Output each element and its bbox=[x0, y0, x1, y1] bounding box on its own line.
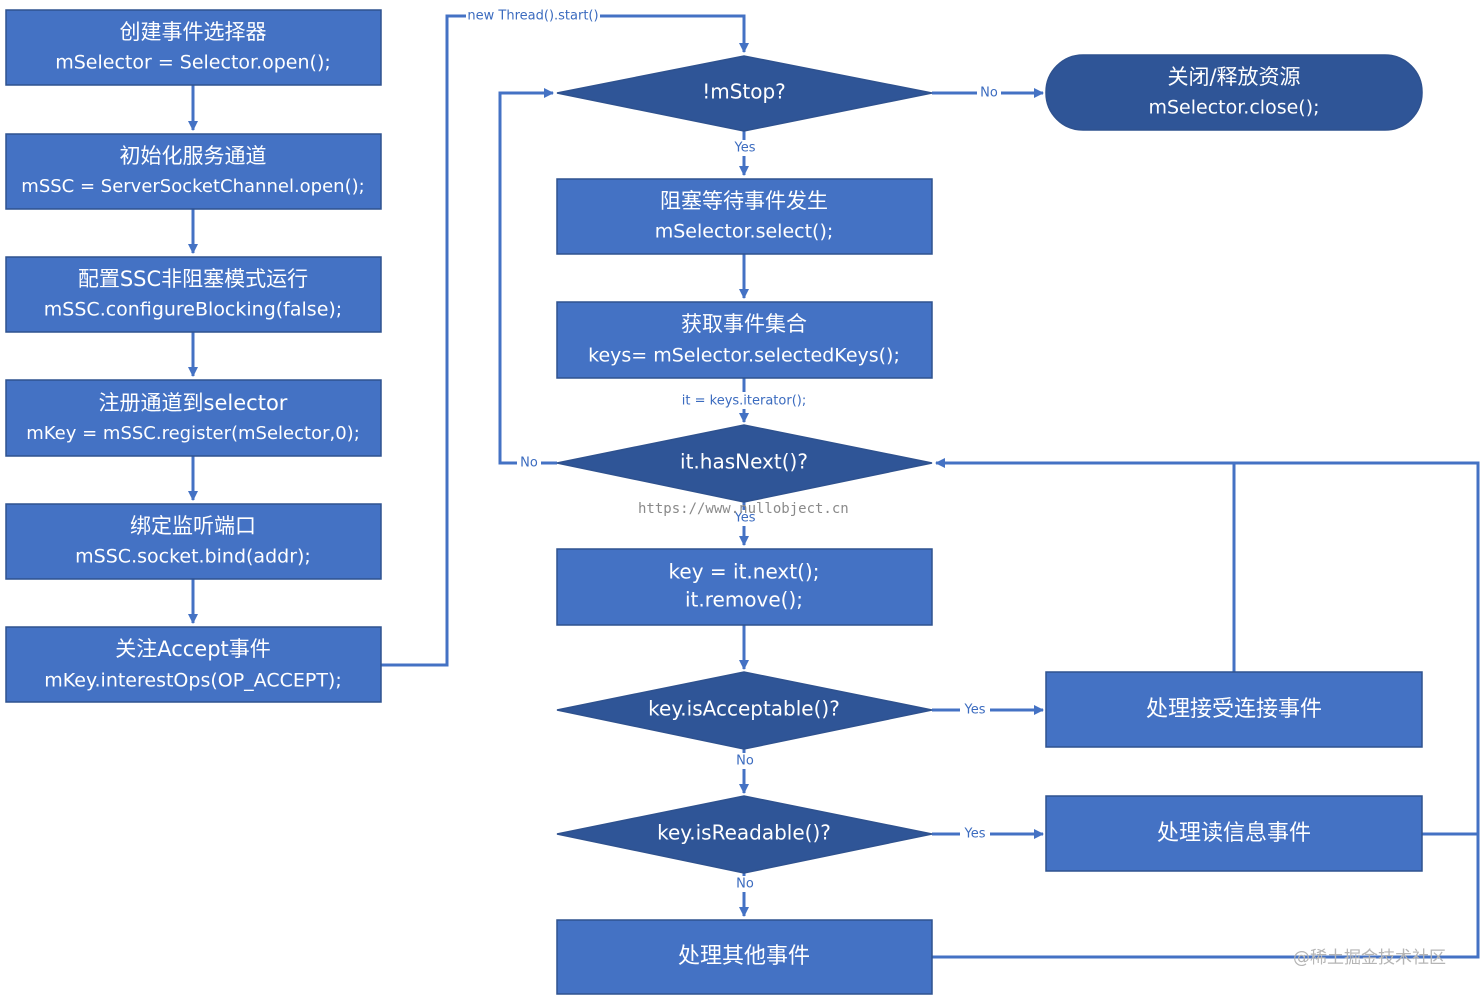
svg-text:阻塞等待事件发生: 阻塞等待事件发生 bbox=[660, 189, 828, 213]
node-non-blocking: 配置SSC非阻塞模式运行 mSSC.configureBlocking(fals… bbox=[5, 256, 382, 333]
edge-accept-back bbox=[935, 458, 1236, 672]
node-handle-other: 处理其他事件 bbox=[556, 919, 933, 995]
svg-text:获取事件集合: 获取事件集合 bbox=[681, 312, 807, 336]
node-select: 阻塞等待事件发生 mSelector.select(); bbox=[556, 178, 933, 255]
svg-text:key.isAcceptable()?: key.isAcceptable()? bbox=[648, 697, 840, 721]
svg-text:绑定监听端口: 绑定监听端口 bbox=[130, 514, 256, 538]
decision-is-readable: key.isReadable()? bbox=[556, 795, 933, 874]
svg-text:处理其他事件: 处理其他事件 bbox=[678, 944, 810, 969]
node-handle-read: 处理读信息事件 bbox=[1045, 795, 1423, 872]
edge-thread-start bbox=[381, 14, 749, 667]
svg-text:关闭/释放资源: 关闭/释放资源 bbox=[1167, 65, 1300, 89]
edge-hasnext-no bbox=[498, 88, 557, 465]
label-acceptable-no: No bbox=[736, 754, 754, 769]
label-has-next-yes: Yes bbox=[734, 511, 756, 526]
decision-not-stop: !mStop? bbox=[556, 55, 933, 132]
node-bind-port: 绑定监听端口 mSSC.socket.bind(addr); bbox=[5, 503, 382, 580]
svg-text:mKey.interestOps(OP_ACCEPT);: mKey.interestOps(OP_ACCEPT); bbox=[44, 670, 342, 692]
svg-text:key = it.next();: key = it.next(); bbox=[669, 560, 820, 584]
svg-text:mSSC.configureBlocking(false);: mSSC.configureBlocking(false); bbox=[44, 299, 342, 321]
node-close: 关闭/释放资源 mSelector.close(); bbox=[1045, 54, 1423, 131]
node-selected-keys: 获取事件集合 keys= mSelector.selectedKeys(); bbox=[556, 301, 933, 379]
svg-text:mSelector = Selector.open();: mSelector = Selector.open(); bbox=[55, 52, 331, 74]
decision-has-next: it.hasNext()? bbox=[556, 424, 933, 503]
edge-other-back bbox=[932, 834, 1480, 959]
svg-text:it.remove();: it.remove(); bbox=[685, 588, 803, 612]
svg-text:注册通道到selector: 注册通道到selector bbox=[99, 391, 288, 415]
svg-text:初始化服务通道: 初始化服务通道 bbox=[120, 144, 267, 168]
label-acceptable-yes: Yes bbox=[964, 703, 986, 718]
svg-text:mSSC = ServerSocketChannel.ope: mSSC = ServerSocketChannel.open(); bbox=[21, 176, 364, 197]
label-thread-start: new Thread().start() bbox=[467, 9, 598, 24]
svg-text:mKey = mSSC.register(mSelector: mKey = mSSC.register(mSelector,0); bbox=[26, 423, 360, 444]
svg-text:创建事件选择器: 创建事件选择器 bbox=[120, 20, 267, 44]
svg-text:key.isReadable()?: key.isReadable()? bbox=[657, 821, 831, 845]
label-stop-yes: Yes bbox=[734, 141, 756, 156]
node-handle-accept: 处理接受连接事件 bbox=[1045, 671, 1423, 748]
label-stop-no: No bbox=[980, 86, 998, 101]
node-next-key: key = it.next(); it.remove(); bbox=[556, 548, 933, 626]
label-iterator: it = keys.iterator(); bbox=[682, 394, 806, 409]
svg-text:mSSC.socket.bind(addr);: mSSC.socket.bind(addr); bbox=[75, 546, 311, 568]
svg-text:mSelector.select();: mSelector.select(); bbox=[655, 221, 834, 243]
svg-text:关注Accept事件: 关注Accept事件 bbox=[115, 637, 271, 661]
label-readable-yes: Yes bbox=[964, 827, 986, 842]
svg-text:mSelector.close();: mSelector.close(); bbox=[1148, 97, 1319, 119]
watermark-url: https://www.nullobject.cn bbox=[638, 501, 849, 517]
svg-text:处理读信息事件: 处理读信息事件 bbox=[1157, 821, 1311, 846]
svg-text:配置SSC非阻塞模式运行: 配置SSC非阻塞模式运行 bbox=[78, 267, 308, 291]
svg-text:处理接受连接事件: 处理接受连接事件 bbox=[1146, 697, 1322, 722]
svg-text:it.hasNext()?: it.hasNext()? bbox=[680, 450, 808, 474]
node-register: 注册通道到selector mKey = mSSC.register(mSele… bbox=[5, 379, 382, 457]
node-create-selector: 创建事件选择器 mSelector = Selector.open(); bbox=[5, 9, 382, 86]
watermark-site: @稀土掘金技术社区 bbox=[1293, 948, 1446, 968]
node-init-channel: 初始化服务通道 mSSC = ServerSocketChannel.open(… bbox=[5, 133, 382, 210]
node-interest-accept: 关注Accept事件 mKey.interestOps(OP_ACCEPT); bbox=[5, 626, 382, 703]
label-readable-no: No bbox=[736, 877, 754, 892]
svg-text:!mStop?: !mStop? bbox=[702, 80, 786, 104]
label-has-next-no: No bbox=[520, 456, 538, 471]
edge-read-back bbox=[1234, 461, 1480, 836]
decision-is-acceptable: key.isAcceptable()? bbox=[556, 671, 933, 750]
svg-text:keys= mSelector.selectedKeys(): keys= mSelector.selectedKeys(); bbox=[588, 345, 900, 367]
